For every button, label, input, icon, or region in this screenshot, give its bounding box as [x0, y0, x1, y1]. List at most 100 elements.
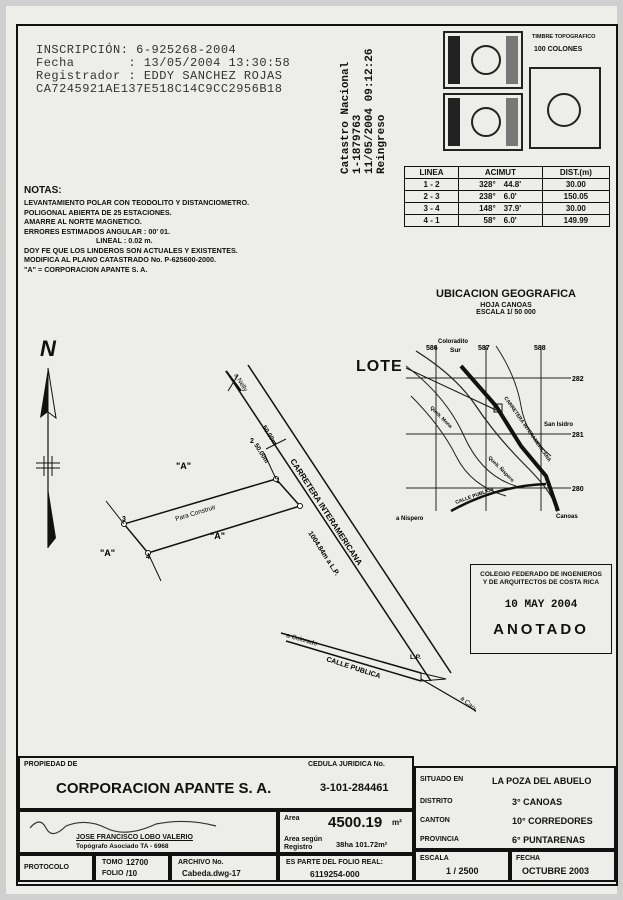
- owner-mark: "A": [176, 461, 191, 471]
- place-label: Canoas: [556, 514, 578, 520]
- archivo-label: ARCHIVO No.: [178, 859, 224, 866]
- note-line: DOY FE QUE LOS LINDEROS SON ACTUALES Y E…: [24, 245, 238, 255]
- archivo-value: Cabeda.dwg-17: [182, 869, 241, 878]
- surveyor-title: Topógrafo Asociado TA - 6968: [76, 843, 169, 850]
- colegio-line-2: Y DE ARQUITECTOS DE COSTA RICA: [482, 579, 600, 586]
- area-box: Area 4500.19 m² Area según Registro 38ha…: [278, 810, 414, 854]
- note-line: LINEAL : 0.02 m.: [96, 236, 153, 245]
- registry-line-1: INSCRIPCIÓN: 6-925268-2004: [36, 43, 237, 57]
- tomo-value: 12700: [126, 858, 149, 867]
- grid-label-right: 281: [572, 432, 584, 439]
- catastro-stamp: Catastro Nacional 1-1879763 11/05/2004 0…: [340, 49, 388, 174]
- canton-label: CANTON: [420, 817, 450, 824]
- folio-real-label: ES PARTE DEL FOLIO REAL:: [286, 859, 383, 866]
- table-cell: 148°: [458, 202, 500, 215]
- signature-icon: [29, 820, 217, 835]
- notes-section: NOTAS: LEVANTAMIENTO POLAR CON TEODOLITO…: [24, 184, 249, 274]
- timbre-label: TIMBRE TOPOGRAFICO: [532, 34, 596, 40]
- escala-box: ESCALA 1 / 2500: [414, 850, 510, 882]
- owner-label: PROPIEDAD DE: [24, 761, 78, 768]
- registry-line-3: Registrador : EDDY SANCHEZ ROJAS: [36, 69, 283, 83]
- provincia-label: PROVINCIA: [420, 836, 459, 843]
- grid-label-top: 586: [426, 345, 438, 352]
- fiscal-stamps-icon: [443, 31, 601, 151]
- point-label: 1: [276, 478, 280, 485]
- canton-value: 10° CORREDORES: [512, 816, 593, 826]
- table-row: 3 - 4 148° 37.9' 30.00: [403, 202, 611, 215]
- fiscal-stamps: TIMBRE TOPOGRAFICO 100 COLONES: [438, 28, 604, 156]
- lote-label: LOTE: [356, 358, 403, 375]
- registry-line-4: CA7245921AE137E518C14C9CC2956B18: [36, 82, 283, 96]
- archivo-box: ARCHIVO No. Cabeda.dwg-17: [170, 854, 278, 882]
- place-label: San Isidro: [544, 422, 573, 428]
- escala-label: ESCALA: [420, 855, 449, 862]
- lp-label: L.P.: [410, 654, 421, 661]
- plan-frame: [16, 24, 618, 886]
- distrito-value: 3° CANOAS: [512, 797, 563, 807]
- location-header: UBICACION GEOGRAFICA HOJA CANOAS ESCALA …: [406, 288, 606, 316]
- colegio-status: ANOTADO: [493, 621, 589, 638]
- notes-title: NOTAS:: [24, 185, 62, 196]
- area-label: Area: [284, 815, 300, 822]
- table-header-dist: DIST.(m): [541, 166, 611, 179]
- location-scale: ESCALA 1/ 50 000: [476, 309, 536, 316]
- fecha-label: FECHA: [516, 855, 541, 862]
- place-label: Coloradito: [438, 339, 468, 345]
- dim-label: 50.00m: [260, 424, 278, 447]
- escala-value: 1 / 2500: [446, 866, 479, 876]
- note-line: ERRORES ESTIMADOS ANGULAR : 00' 01.: [24, 226, 171, 236]
- table-cell: 328°: [458, 178, 500, 191]
- grid-label-top: 588: [534, 345, 546, 352]
- table-header-acimut: ACIMUT: [458, 166, 543, 179]
- table-row: 4 - 1 58° 6.0' 149.99: [403, 214, 611, 227]
- grid-label-right: 280: [572, 486, 584, 493]
- registry-stamp: INSCRIPCIÓN: 6-925268-2004 Fecha : 13/05…: [36, 44, 290, 96]
- registry-line-2: Fecha : 13/05/2004 13:30:58: [36, 56, 291, 70]
- folio-real-box: ES PARTE DEL FOLIO REAL: 6119254-000: [278, 854, 414, 882]
- table-cell: 37.9': [499, 202, 543, 215]
- surveyor-name: JOSE FRANCISCO LOBO VALERIO: [76, 834, 193, 841]
- place-label: a Nispero: [396, 516, 424, 522]
- area-registro-value: 38ha 101.72m²: [336, 840, 388, 849]
- location-details-box: SITUADO EN LA POZA DEL ABUELO DISTRITO 3…: [414, 766, 616, 850]
- table-cell: 1 - 2: [403, 178, 460, 191]
- point-label: 4: [146, 554, 150, 561]
- catastro-line-4: Reingreso: [376, 114, 388, 174]
- folio-real-value: 6119254-000: [310, 869, 360, 879]
- catastro-line-3: 11/05/2004 09:12:26: [364, 48, 376, 174]
- table-cell: 238°: [458, 190, 500, 203]
- table-row: 1 - 2 328° 44.8' 30.00: [403, 178, 611, 191]
- colegio-stamp: COLEGIO FEDERADO DE INGENIEROS Y DE ARQU…: [470, 564, 612, 654]
- folio-value: /10: [126, 869, 138, 878]
- survey-plan-sheet: INSCRIPCIÓN: 6-925268-2004 Fecha : 13/05…: [6, 6, 618, 894]
- note-line: "A" = CORPORACION APANTE S. A.: [24, 264, 148, 274]
- folio-label: FOLIO: [102, 870, 124, 877]
- owner-name: CORPORACION APANTE S. A.: [56, 780, 272, 797]
- note-line: MODIFICA AL PLANO CATASTRADO No. P-62560…: [24, 255, 216, 264]
- situado-value: LA POZA DEL ABUELO: [492, 776, 592, 786]
- table-header-linea: LINEA: [403, 166, 460, 179]
- table-cell: 2 - 3: [403, 190, 460, 203]
- road-dim-label: 1004.84m a L.P.: [306, 530, 340, 577]
- situado-label: SITUADO EN: [420, 776, 464, 783]
- owner-mark: "A": [210, 531, 225, 541]
- table-cell: 30.00: [541, 202, 611, 215]
- note-line: LEVANTAMIENTO POLAR CON TEODOLITO Y DIST…: [24, 198, 250, 207]
- colegio-line-1: COLEGIO FEDERADO DE INGENIEROS: [480, 571, 602, 578]
- dim-label: 50.00m: [252, 442, 270, 465]
- lot-plan: "A" "A" "A" Para Construir 1 2 3 4 50.00…: [100, 364, 476, 719]
- point-label: 3: [122, 516, 126, 523]
- grid-label-top: 587: [478, 345, 490, 352]
- cedula-label: CEDULA JURIDICA No.: [308, 761, 385, 768]
- tomo-box: TOMO 12700 FOLIO /10: [94, 854, 170, 882]
- north-label: N: [40, 336, 56, 361]
- catastro-line-1: Catastro Nacional: [340, 61, 352, 174]
- area-registro-label: Area según Registro: [284, 836, 323, 851]
- grid-label-right: 282: [572, 376, 584, 383]
- tomo-label: TOMO: [102, 859, 123, 866]
- location-map: 586 587 588 282 281 280 Coloradito Sur S…: [396, 339, 584, 522]
- protocolo-box: PROTOCOLO: [18, 854, 94, 882]
- fecha-value: OCTUBRE 2003: [522, 866, 590, 876]
- area-value: 4500.19: [328, 814, 383, 831]
- table-cell: 150.05: [541, 190, 611, 203]
